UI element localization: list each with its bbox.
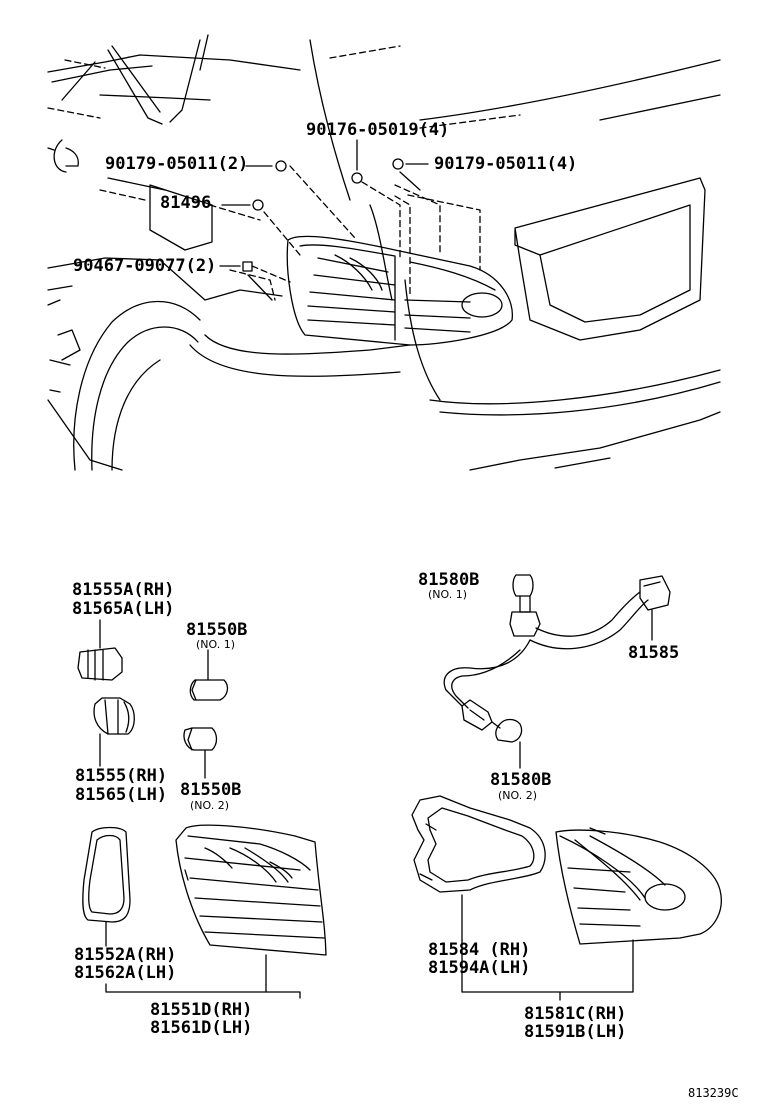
lamp-81551d-outer [175,824,327,986]
socket-81555a [77,619,123,681]
bulb-81580b-no2 [491,718,523,769]
bulb-81550b-no1 [189,649,229,701]
label-81585: 81585 [628,643,680,663]
gasket-81552a [82,826,131,947]
vehicle-body [47,34,721,471]
label-81550b-top: 81550B [186,620,248,640]
label-90179-05011-right: 90179-05011(4) [434,154,578,174]
gasket-81584 [411,795,546,941]
label-81581c-rh: 81581C(RH) [524,1004,627,1024]
label-81555-rh: 81555(RH) [75,766,168,786]
label-81565-lh: 81565(LH) [75,785,168,805]
label-81555a-rh: 81555A(RH) [72,580,175,600]
label-81580b-top: 81580B [418,570,480,590]
bulb-81550b-no2 [183,727,218,779]
installed-tail-lamp [286,235,513,346]
label-90467-09077: 90467-09077(2) [73,256,217,276]
label-81580b-bottom: 81580B [490,770,552,790]
label-81550b-bottom: 81550B [180,780,242,800]
label-81561d-lh: 81561D(LH) [150,1018,253,1038]
bracket-right [461,939,634,993]
label-81580b-bottom-no: (NO. 2) [498,789,538,802]
label-81550b-top-no: (NO. 1) [196,638,236,651]
bulb-81580b-no1 [512,574,534,613]
label-90176-05019: 90176-05019(4) [306,120,450,140]
label-81550b-bottom-no: (NO. 2) [190,799,230,812]
label-81591b-lh: 81591B(LH) [524,1022,627,1042]
label-81565a-lh: 81565A(LH) [72,599,175,619]
figure-code: 813239C [688,1086,739,1100]
label-81580b-top-no: (NO. 1) [428,588,468,601]
label-81584-rh: 81584 (RH) [428,940,531,960]
wire-harness-81585 [443,575,671,731]
lamp-81581c-inner [555,827,722,986]
label-81594a-lh: 81594A(LH) [428,958,531,978]
label-81496: 81496 [160,193,212,213]
label-81552a-rh: 81552A(RH) [74,945,177,965]
label-81562a-lh: 81562A(LH) [74,963,177,983]
label-81551d-rh: 81551D(RH) [150,1000,253,1020]
label-90179-05011-left: 90179-05011(2) [105,154,249,174]
socket-81555 [93,697,135,767]
bracket-left [105,983,301,999]
fasteners-top [219,139,481,301]
